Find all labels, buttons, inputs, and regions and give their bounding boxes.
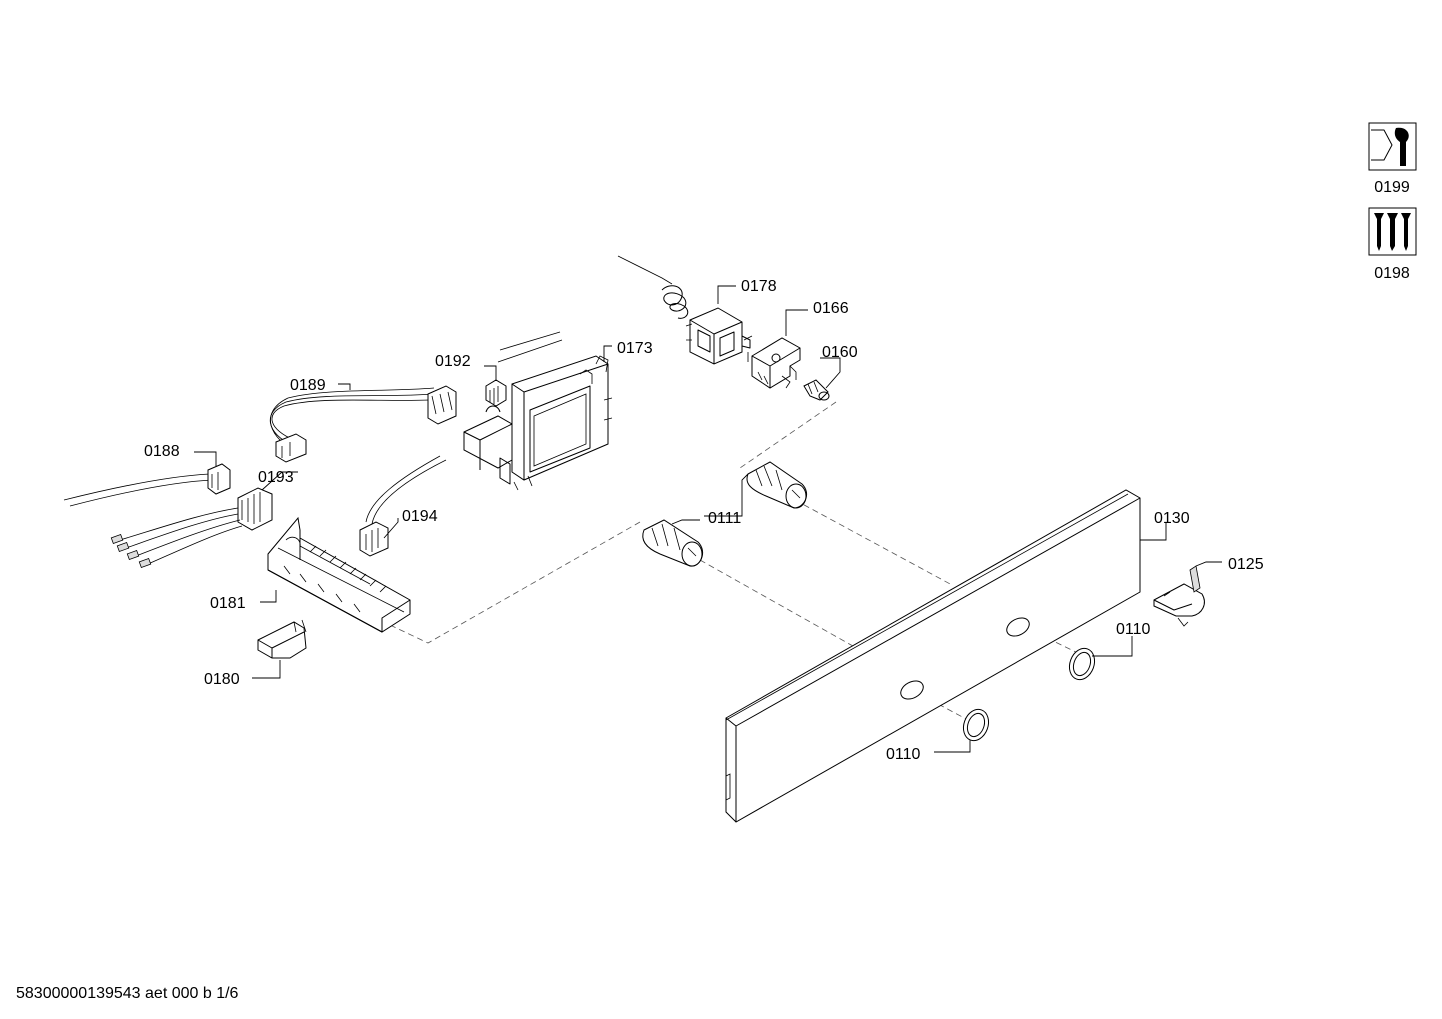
leader-0111-upper bbox=[704, 473, 749, 517]
leader-0192 bbox=[484, 365, 497, 380]
part-0180-clip[interactable] bbox=[257, 619, 307, 659]
part-0160-lamp[interactable] bbox=[803, 379, 830, 401]
leader-0180 bbox=[252, 660, 281, 679]
part-0192-connector[interactable] bbox=[485, 379, 507, 407]
leader-0193 bbox=[261, 471, 298, 491]
leader-0173 bbox=[603, 345, 612, 362]
part-0110-ring-left[interactable] bbox=[959, 706, 992, 744]
part-0125-knob[interactable] bbox=[1153, 565, 1205, 627]
leader-0178 bbox=[717, 285, 736, 304]
label-0111: 0111 bbox=[708, 510, 741, 527]
label-0125: 0125 bbox=[1228, 556, 1264, 573]
label-0180: 0180 bbox=[204, 671, 240, 688]
leader-0110-right bbox=[1092, 636, 1133, 657]
part-0111-switch-upper[interactable] bbox=[746, 461, 807, 509]
accessory-0198[interactable]: 0198 bbox=[1368, 207, 1417, 282]
part-0193-terminal-block[interactable] bbox=[110, 487, 273, 569]
part-0166-bracket[interactable] bbox=[751, 337, 801, 389]
part-0173-electronic-module[interactable] bbox=[463, 331, 613, 491]
label-0198: 0198 bbox=[1374, 265, 1410, 282]
part-0178-thermostat[interactable] bbox=[617, 255, 753, 365]
part-0189-wiring-harness[interactable] bbox=[269, 385, 457, 463]
label-0181: 0181 bbox=[210, 595, 246, 612]
part-0111-switch-lower[interactable] bbox=[642, 519, 703, 567]
leader-0111-lower bbox=[671, 519, 700, 525]
label-0178: 0178 bbox=[741, 278, 777, 295]
leader-0160 bbox=[820, 357, 841, 389]
leader-0166 bbox=[785, 309, 808, 336]
leader-0130 bbox=[1140, 522, 1167, 541]
screws-icon bbox=[1368, 207, 1417, 256]
leader-0188 bbox=[194, 451, 217, 466]
label-0193: 0193 bbox=[258, 469, 294, 486]
accessory-0199[interactable]: 0199 bbox=[1368, 122, 1417, 196]
leader-0125 bbox=[1195, 561, 1222, 567]
label-0189: 0189 bbox=[290, 377, 326, 394]
leader-0194 bbox=[383, 518, 399, 539]
label-0166: 0166 bbox=[813, 300, 849, 317]
leader-0110-left bbox=[934, 740, 971, 753]
label-0188: 0188 bbox=[144, 443, 180, 460]
part-0181-contact-bar[interactable] bbox=[267, 516, 411, 633]
part-0110-ring-right[interactable] bbox=[1065, 645, 1098, 683]
label-0173: 0173 bbox=[617, 340, 653, 357]
label-0199: 0199 bbox=[1374, 179, 1410, 196]
wrench-nut-icon bbox=[1368, 122, 1417, 171]
label-0160: 0160 bbox=[822, 344, 858, 361]
leader-0181 bbox=[260, 590, 277, 603]
label-0130: 0130 bbox=[1154, 510, 1190, 527]
label-0110-left: 0110 bbox=[886, 746, 921, 763]
label-0192: 0192 bbox=[435, 353, 471, 370]
label-0194: 0194 bbox=[402, 508, 438, 525]
drawing-id: 58300000139543 aet 000 b 1/6 bbox=[16, 985, 239, 1002]
part-0188-connector[interactable] bbox=[63, 463, 231, 507]
leader-0189 bbox=[338, 383, 351, 390]
part-0194-connector[interactable] bbox=[359, 455, 447, 557]
part-0130-control-panel[interactable] bbox=[725, 489, 1141, 823]
label-0110-right: 0110 bbox=[1116, 621, 1151, 638]
